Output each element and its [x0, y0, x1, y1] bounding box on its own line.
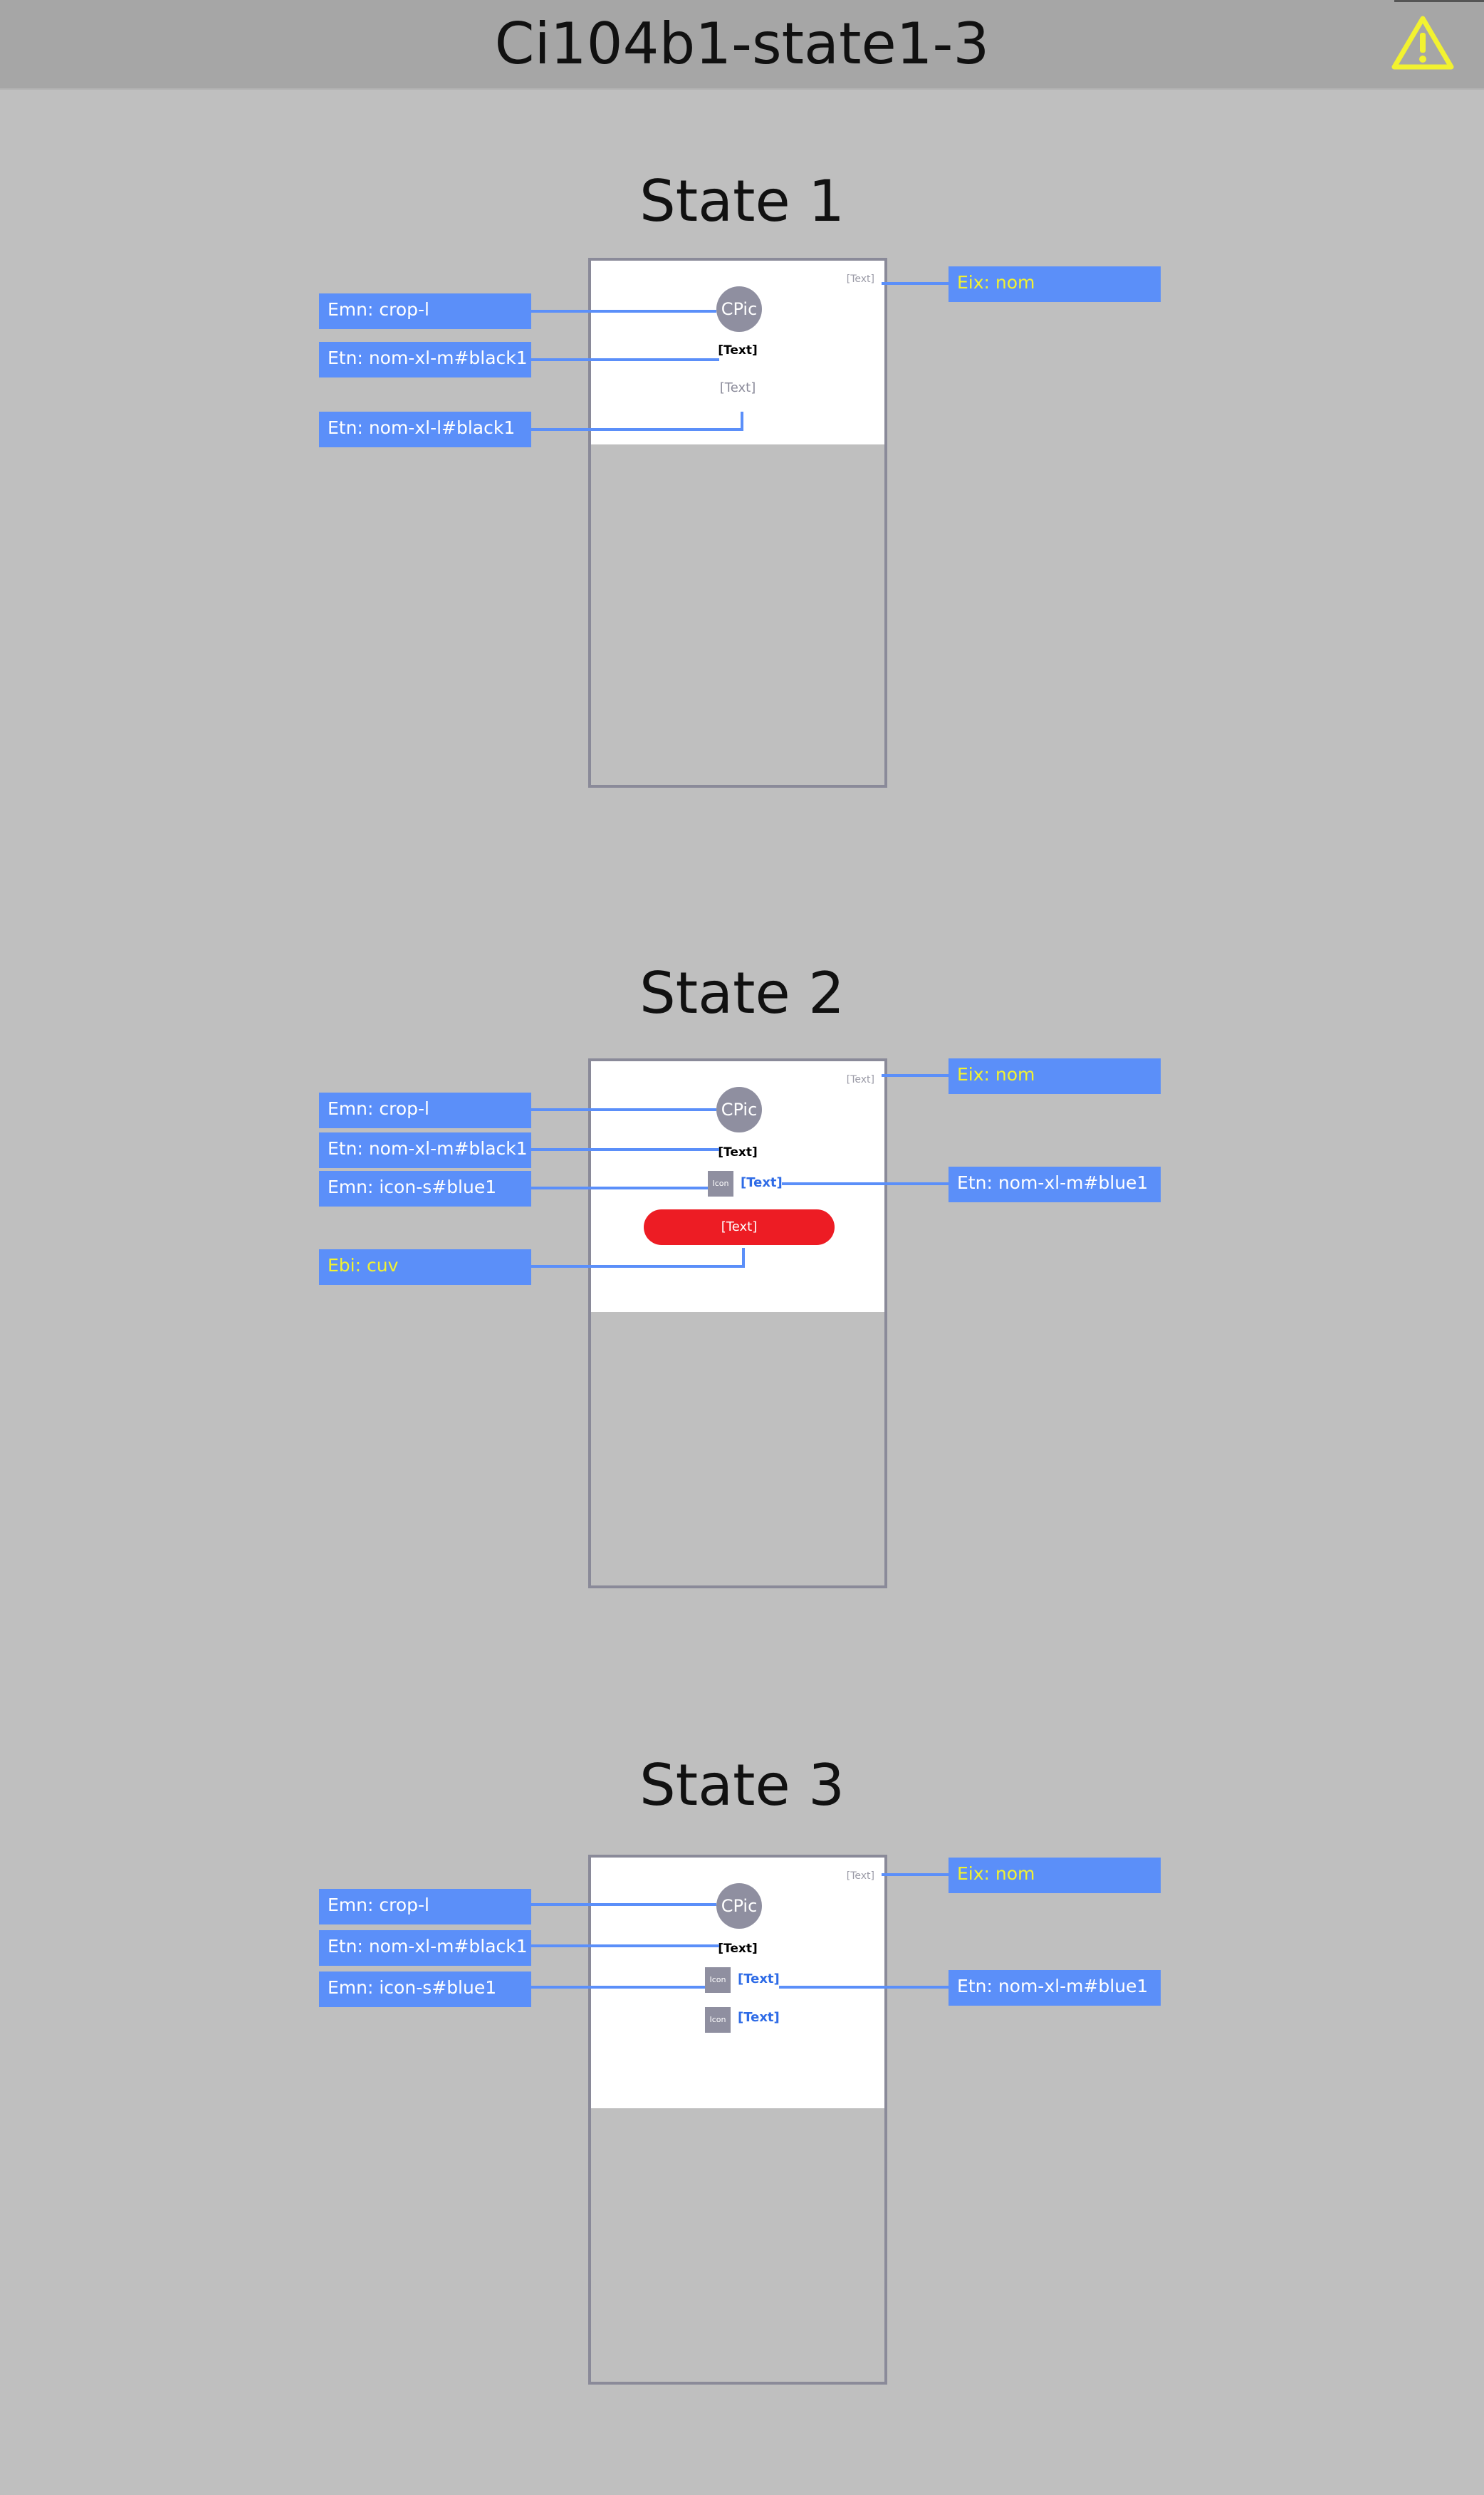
- phone-frame: [Text] CPic [Text] Icon [Text] [Text]: [588, 1058, 887, 1588]
- cta-button[interactable]: [Text]: [644, 1209, 835, 1245]
- state-1-section: State 1 [Text] CPic [Text] [Text] Emn: c…: [0, 168, 1484, 880]
- bold-text: [Text]: [718, 1942, 758, 1956]
- phone-frame: [Text] CPic [Text] Icon [Text] Icon [Tex…: [588, 1855, 887, 2385]
- annotation-blue-text: Etn: nom-xl-m#blue1: [949, 1167, 1161, 1202]
- state-title: State 1: [639, 168, 845, 234]
- warning-triangle-icon: [1391, 16, 1454, 70]
- annotation-ix: Eix: nom: [949, 1058, 1161, 1094]
- annotation-crop: Emn: crop-l: [319, 1093, 531, 1128]
- page-title: Ci104b1-state1-3: [494, 11, 990, 77]
- screen-content: [Text] CPic [Text] [Text]: [591, 261, 884, 444]
- annotation-gray-text: Etn: nom-xl-l#black1: [319, 412, 531, 447]
- ix-text: [Text]: [846, 1870, 874, 1882]
- annotation-icon: Emn: icon-s#blue1: [319, 1171, 531, 1207]
- cpic-avatar: CPic: [716, 1087, 762, 1132]
- ix-text: [Text]: [846, 1074, 874, 1085]
- annotation-ix: Eix: nom: [949, 266, 1161, 302]
- annotation-bold-text: Etn: nom-xl-m#black1: [319, 1930, 531, 1966]
- annotation-blue-text: Etn: nom-xl-m#blue1: [949, 1970, 1161, 2006]
- bold-text: [Text]: [718, 1145, 758, 1160]
- phone-frame: [Text] CPic [Text] [Text]: [588, 258, 887, 788]
- gray-text: [Text]: [719, 380, 756, 395]
- state-title: State 2: [639, 960, 845, 1026]
- cpic-avatar: CPic: [716, 1883, 762, 1929]
- annotation-crop: Emn: crop-l: [319, 293, 531, 329]
- icon-placeholder: Icon: [705, 2007, 731, 2033]
- cpic-avatar: CPic: [716, 286, 762, 332]
- blue-text: [Text]: [738, 1971, 780, 1986]
- ix-text: [Text]: [846, 274, 874, 285]
- blue-text: [Text]: [741, 1175, 783, 1190]
- state-3-section: State 3 [Text] CPic [Text] Icon [Text] I…: [0, 1752, 1484, 2464]
- annotation-bold-text: Etn: nom-xl-m#black1: [319, 1132, 531, 1168]
- screen-content: [Text] CPic [Text] Icon [Text] [Text]: [591, 1061, 884, 1312]
- icon-placeholder: Icon: [705, 1967, 731, 1993]
- annotation-ix: Eix: nom: [949, 1858, 1161, 1893]
- state-2-section: State 2 [Text] CPic [Text] Icon [Text] […: [0, 960, 1484, 1672]
- blue-text: [Text]: [738, 2010, 780, 2025]
- annotation-button: Ebi: cuv: [319, 1249, 531, 1285]
- annotation-crop: Emn: crop-l: [319, 1889, 531, 1924]
- header-edge-mark: [1394, 0, 1484, 2]
- icon-placeholder: Icon: [708, 1171, 733, 1197]
- bold-text: [Text]: [718, 343, 758, 358]
- header-bar: Ci104b1-state1-3: [0, 0, 1484, 90]
- annotation-icon: Emn: icon-s#blue1: [319, 1971, 531, 2007]
- screen-content: [Text] CPic [Text] Icon [Text] Icon [Tex…: [591, 1858, 884, 2108]
- annotation-bold-text: Etn: nom-xl-m#black1: [319, 342, 531, 377]
- state-title: State 3: [639, 1752, 845, 1818]
